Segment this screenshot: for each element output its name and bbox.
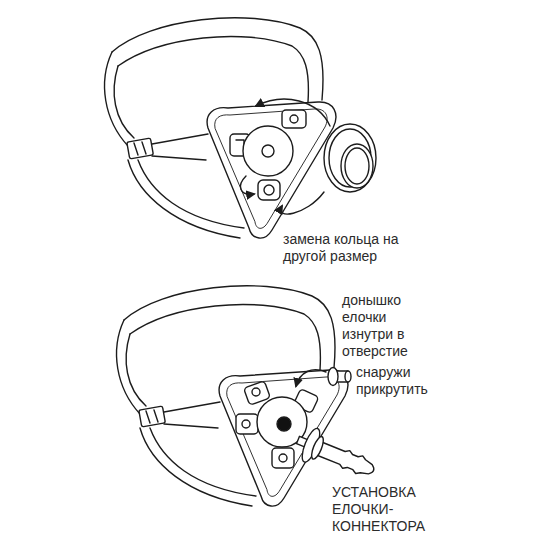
harness-bottom [117,286,348,506]
screw-cap [328,368,338,386]
screw-cap [296,368,351,387]
tree-connector [309,435,325,460]
instruction-label: донышко елочки изнутри в отверстие [342,292,438,360]
harness-top [105,18,336,238]
ring-mount-plate [282,110,306,128]
replacement-rings [345,148,369,184]
ring-mount-plate [258,180,280,200]
connector-bracket [236,414,258,434]
ring-mount-plate [230,110,306,200]
replacement-rings [324,124,376,192]
connector-bracket [252,388,260,396]
connector-bracket [277,417,291,431]
harness-top [105,18,336,238]
connector-bracket [244,381,271,405]
connector-bracket [279,454,287,462]
connector-bracket [272,448,294,468]
screw-cap [296,370,326,386]
instruction-label: снаружи прикрутить [356,364,448,398]
ring-mount-plate [264,185,274,195]
tree-connector [291,423,380,487]
rotation-arrows [281,192,324,214]
instruction-label: замена кольца на другой размер [283,231,415,265]
harness-bottom [117,286,348,506]
ring-mount-plate [243,126,293,176]
replacement-rings [324,124,376,192]
ring-mount-plate [290,115,298,123]
replacement-rings [341,144,373,188]
connector-bracket [242,420,250,428]
instruction-label: УСТАНОВКА ЕЛОЧКИ-КОННЕКТОРА [332,484,450,535]
rotation-arrows [240,176,254,194]
rotation-arrows [240,99,330,214]
rotation-arrows [256,99,330,126]
ring-mount-plate [262,145,274,157]
screw-cap [345,371,351,382]
